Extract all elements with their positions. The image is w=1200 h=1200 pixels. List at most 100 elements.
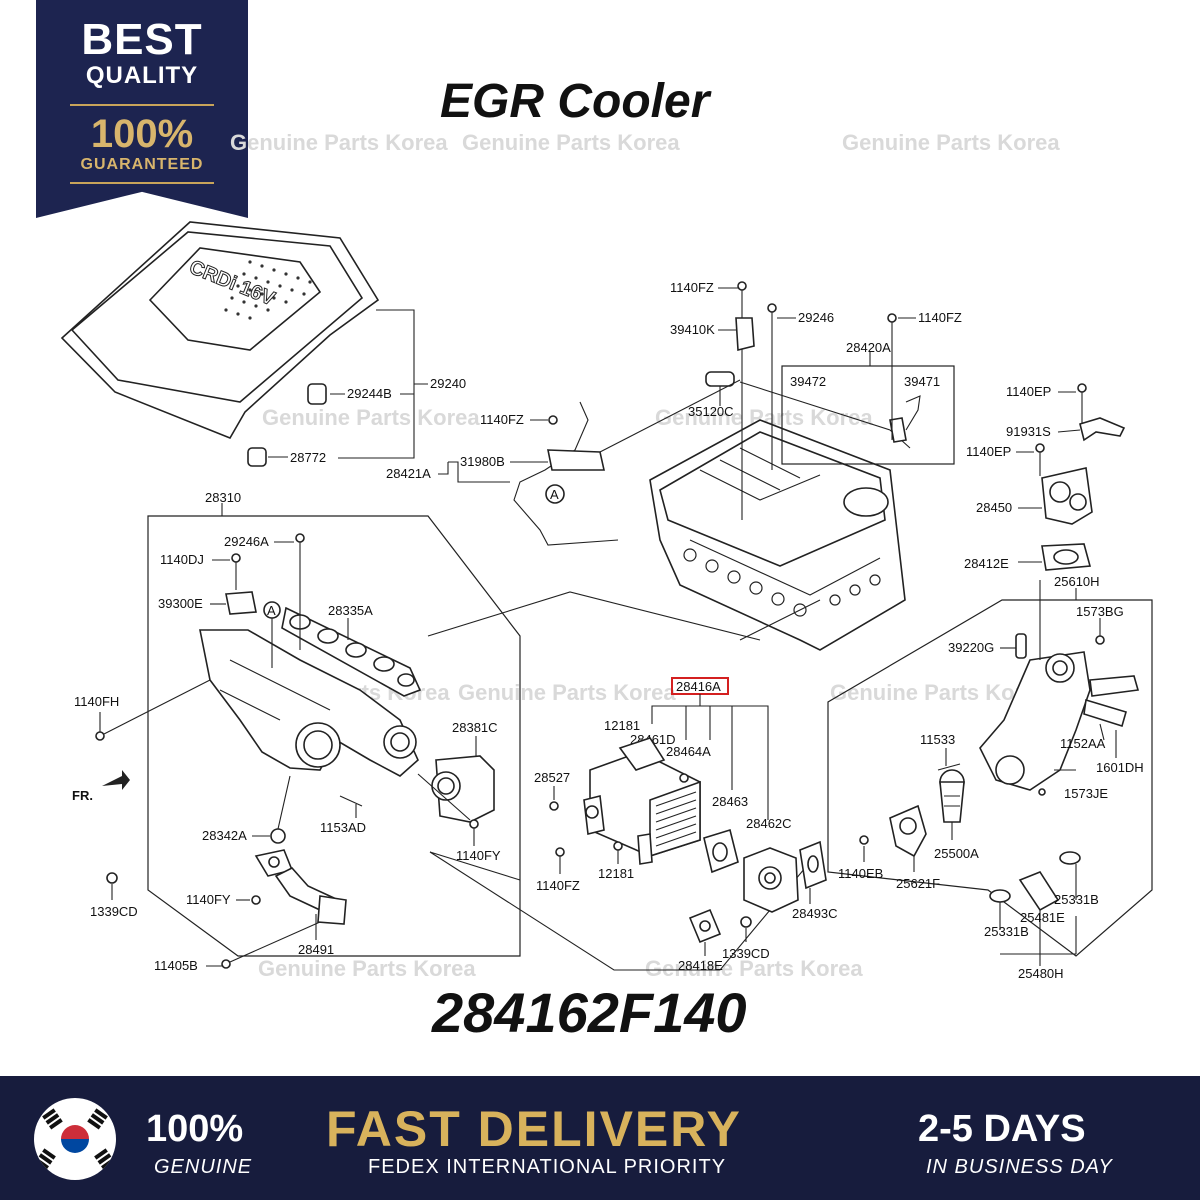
quality-badge: BEST QUALITY 100% GUARANTEED — [36, 0, 248, 218]
callout-28463: 28463 — [712, 794, 748, 809]
hose-25481e — [1018, 871, 1060, 912]
callout-1152aa: 1152AA — [1060, 736, 1106, 751]
callout-11405b: 11405B — [154, 958, 198, 973]
highlighted-part-label: 28416A — [676, 679, 721, 694]
callout-28421a: 28421A — [386, 466, 431, 481]
callout-35120c: 35120C — [688, 404, 734, 419]
bushing-28772 — [247, 447, 267, 467]
callout-39410k: 39410K — [670, 322, 715, 337]
footer-banner: 100% GENUINE FAST DELIVERY FEDEX INTERNA… — [0, 1076, 1200, 1200]
nut-1339cd — [106, 872, 118, 884]
bolt-28527 — [549, 801, 559, 811]
front-arrow-icon — [102, 770, 130, 790]
thermostat-25500a — [939, 769, 965, 823]
bracket-39410k — [735, 317, 755, 352]
bolt-1140fz — [555, 847, 565, 857]
callout-25480h: 25480H — [1018, 966, 1064, 981]
bushing-29244b — [307, 383, 327, 405]
badge-divider-top — [70, 104, 214, 106]
callout-1339cd: 1339CD — [722, 946, 770, 961]
sensor-39220g — [1015, 633, 1027, 659]
clamp-25331b — [1059, 851, 1081, 865]
callout-39471: 39471 — [904, 374, 940, 389]
callout-25500a: 25500A — [934, 846, 979, 861]
bolt-1573je — [1038, 788, 1046, 796]
bolt-11405b — [221, 959, 231, 969]
callout-25331b: 25331B — [1054, 892, 1099, 907]
callout-28462c: 28462C — [746, 816, 792, 831]
bolt-1140ep — [1035, 443, 1045, 453]
bolt-29246 — [767, 303, 777, 313]
egr-cooler — [583, 737, 701, 865]
watermark: Genuine Parts Korea — [645, 956, 863, 981]
bolt-12181 — [613, 841, 623, 851]
badge-quality: QUALITY — [85, 62, 199, 89]
callout-28493c: 28493C — [792, 906, 838, 921]
callout-91931s: 91931S — [1006, 424, 1051, 439]
callout-28342a: 28342A — [202, 828, 247, 843]
bolt-1140fh — [95, 731, 105, 741]
bracket-91931s — [1079, 417, 1126, 442]
watermark: Genuine Parts Korea — [230, 130, 448, 155]
watermark: Genuine Parts Korea — [842, 130, 1060, 155]
callout-1140dj: 1140DJ — [160, 552, 204, 567]
callout-1140fz: 1140FZ — [918, 310, 962, 325]
callout-1573je: 1573JE — [1064, 786, 1108, 801]
intake-manifold — [199, 629, 419, 777]
group-28420a — [781, 365, 955, 465]
marker-a — [545, 484, 565, 504]
watermark: Genuine Parts Korea — [258, 956, 476, 981]
callout-1140fy: 1140FY — [186, 892, 231, 907]
callout-25481e: 25481E — [1020, 910, 1065, 925]
gasket-28342a — [270, 828, 286, 844]
callout-1339cd: 1339CD — [90, 904, 138, 919]
callout-1573bg: 1573BG — [1076, 604, 1124, 619]
watermark: Genuine Parts Korea — [458, 680, 676, 705]
callout-29246a: 29246A — [224, 534, 269, 549]
callout-1140fz: 1140FZ — [480, 412, 524, 427]
callout-1140ep: 1140EP — [966, 444, 1011, 459]
callout-12181: 12181 — [598, 866, 634, 881]
callout-25621f: 25621F — [896, 876, 940, 891]
bolt-1140ep — [1077, 383, 1087, 393]
group-28310 — [147, 515, 521, 957]
callout-1140eb: 1140EB — [838, 866, 883, 881]
bolt-1140fz — [737, 281, 747, 291]
bolt-1140fy — [469, 819, 479, 829]
marker-a-label: A — [550, 487, 559, 502]
pipe-bracket-31980b — [547, 449, 605, 471]
callout-29244b: 29244B — [347, 386, 392, 401]
callout-28420a: 28420A — [846, 340, 891, 355]
callout-28464a: 28464A — [666, 744, 711, 759]
callout-28335a: 28335A — [328, 603, 373, 618]
genuine-percent: 100% — [146, 1108, 244, 1150]
coolant-housing — [979, 651, 1140, 791]
egr-valve-28450 — [1041, 467, 1093, 525]
badge-best: BEST — [81, 15, 203, 64]
part-number: 284162F140 — [432, 981, 747, 1044]
shipping-method: FEDEX INTERNATIONAL PRIORITY — [368, 1156, 727, 1178]
watermark: Genuine Parts Korea — [462, 130, 680, 155]
throttle-body-28381c — [431, 755, 495, 823]
callout-31980b: 31980B — [460, 454, 505, 469]
engine-cover: CRDi 16V — [60, 221, 380, 440]
badge-percent: 100% — [90, 112, 194, 156]
callout-28381c: 28381C — [452, 720, 498, 735]
group-25610h — [827, 599, 1153, 957]
callout-28412e: 28412E — [964, 556, 1009, 571]
callout-1140fz: 1140FZ — [670, 280, 714, 295]
bolt-1573bg — [1095, 635, 1105, 645]
callout-1153ad: 1153AD — [320, 820, 366, 835]
delivery-days-note: IN BUSINESS DAY — [926, 1156, 1113, 1178]
callout-39472: 39472 — [790, 374, 826, 389]
bolt-29246a — [295, 533, 305, 543]
callout-1140fy: 1140FY — [456, 848, 501, 863]
delivery-days: 2-5 DAYS — [918, 1108, 1086, 1150]
bolt-1140eb — [859, 835, 869, 845]
sensor-35120c — [705, 371, 735, 387]
sensor-39300e — [225, 591, 257, 615]
callout-28310: 28310 — [205, 490, 241, 505]
nut-1339cd — [740, 916, 752, 928]
egr-valve-28462c — [743, 847, 799, 913]
